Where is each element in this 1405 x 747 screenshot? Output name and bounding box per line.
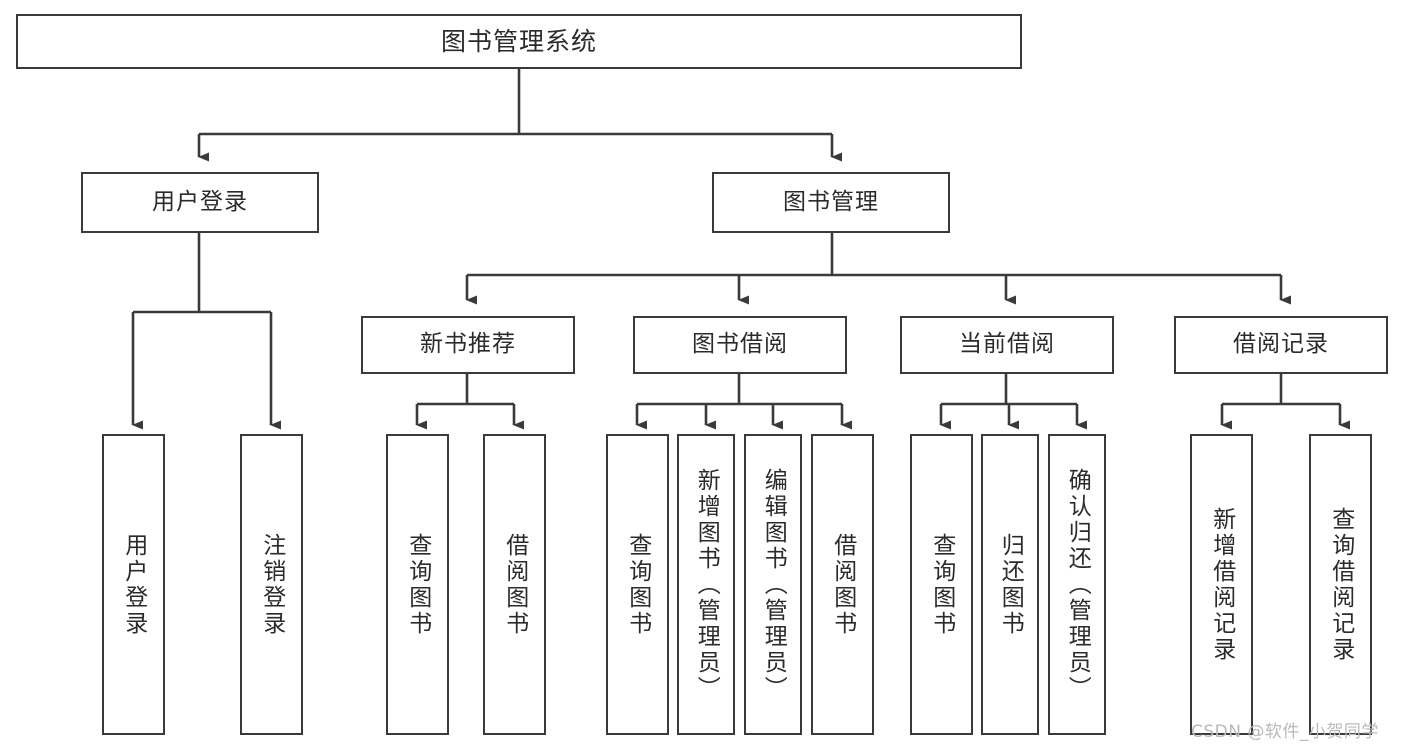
node-user-login-label: 用户登录 xyxy=(152,188,248,215)
node-leaf-logout[interactable]: 注销登录 xyxy=(240,434,303,735)
node-leaf-query-book-current-label: 查询图书 xyxy=(928,532,955,637)
node-leaf-query-book-current[interactable]: 查询图书 xyxy=(910,434,973,735)
node-leaf-add-borrow-record[interactable]: 新增借阅记录 xyxy=(1190,434,1253,735)
node-root-label: 图书管理系统 xyxy=(440,26,597,56)
node-leaf-query-book-borrow[interactable]: 查询图书 xyxy=(606,434,669,735)
node-leaf-add-book-admin-label: 新增图书（管理员） xyxy=(693,467,720,702)
node-leaf-borrow-book-borrow-label: 借阅图书 xyxy=(829,532,856,637)
node-book-management[interactable]: 图书管理 xyxy=(712,172,950,233)
node-leaf-query-book-borrow-label: 查询图书 xyxy=(624,532,651,637)
node-leaf-query-book-newbook-label: 查询图书 xyxy=(404,532,431,637)
node-leaf-borrow-book-newbook[interactable]: 借阅图书 xyxy=(483,434,546,735)
node-book-borrow-label: 图书借阅 xyxy=(692,331,788,358)
node-new-book-recommendation-label: 新书推荐 xyxy=(420,331,516,358)
node-leaf-borrow-book-newbook-label: 借阅图书 xyxy=(501,532,528,637)
node-book-borrow[interactable]: 图书借阅 xyxy=(633,316,847,374)
node-leaf-query-borrow-record[interactable]: 查询借阅记录 xyxy=(1309,434,1372,735)
node-leaf-logout-label: 注销登录 xyxy=(258,532,285,637)
node-leaf-query-book-newbook[interactable]: 查询图书 xyxy=(386,434,449,735)
watermark-text: CSDN @软件_小贺同学 xyxy=(1191,722,1379,742)
node-leaf-return-book-label: 归还图书 xyxy=(997,532,1024,637)
node-leaf-edit-book-admin-label: 编辑图书（管理员） xyxy=(760,467,787,702)
node-leaf-borrow-book-borrow[interactable]: 借阅图书 xyxy=(811,434,874,735)
node-new-book-recommendation[interactable]: 新书推荐 xyxy=(361,316,575,374)
node-book-management-label: 图书管理 xyxy=(783,188,879,215)
node-leaf-confirm-return-admin-label: 确认归还（管理员） xyxy=(1064,467,1091,702)
node-leaf-user-login[interactable]: 用户登录 xyxy=(102,434,165,735)
node-leaf-user-login-label: 用户登录 xyxy=(120,532,147,637)
node-current-borrow[interactable]: 当前借阅 xyxy=(900,316,1114,374)
node-leaf-query-borrow-record-label: 查询借阅记录 xyxy=(1327,506,1354,663)
node-leaf-add-book-admin[interactable]: 新增图书（管理员） xyxy=(677,434,735,735)
node-current-borrow-label: 当前借阅 xyxy=(959,331,1055,358)
node-leaf-add-borrow-record-label: 新增借阅记录 xyxy=(1208,506,1235,663)
node-borrow-record[interactable]: 借阅记录 xyxy=(1174,316,1388,374)
node-leaf-return-book[interactable]: 归还图书 xyxy=(981,434,1039,735)
node-borrow-record-label: 借阅记录 xyxy=(1233,331,1329,358)
node-root-book-management-system[interactable]: 图书管理系统 xyxy=(16,14,1022,69)
node-user-login[interactable]: 用户登录 xyxy=(81,172,319,233)
node-leaf-confirm-return-admin[interactable]: 确认归还（管理员） xyxy=(1048,434,1106,735)
node-leaf-edit-book-admin[interactable]: 编辑图书（管理员） xyxy=(744,434,802,735)
